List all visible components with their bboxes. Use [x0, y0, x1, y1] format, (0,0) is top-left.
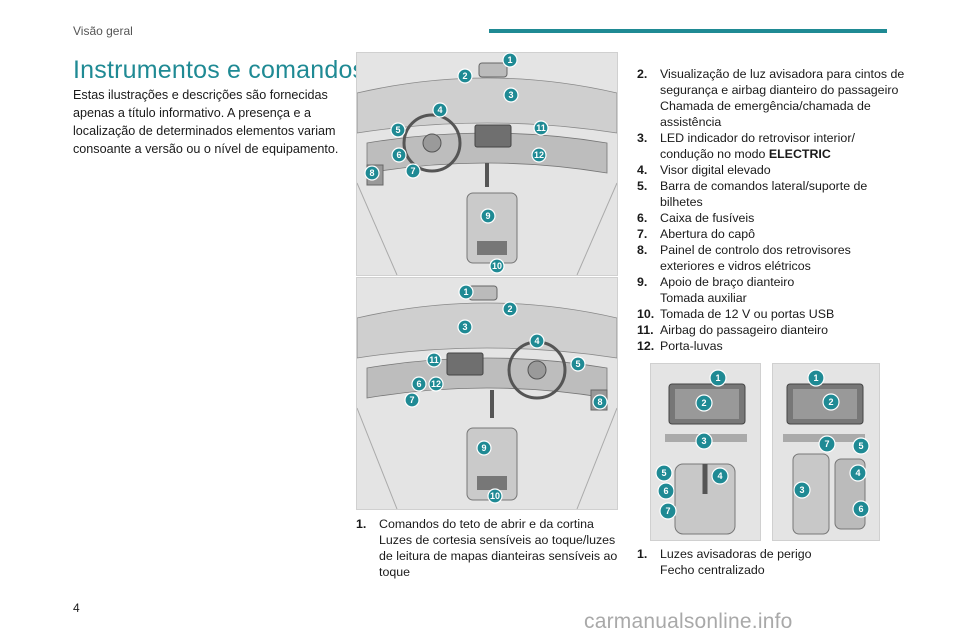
legend-item-text: segurança e airbag dianteiro do passagei…: [660, 83, 899, 97]
legend-item-text: Porta-luvas: [660, 339, 723, 353]
legend-item-number: 10.: [637, 307, 655, 321]
legend-item-text: LED indicador do retrovisor interior/: [660, 131, 855, 145]
legend-item-number: 1.: [637, 547, 648, 561]
legend-item-text: Chamada de emergência/chamada de: [660, 99, 871, 113]
legend-item-emphasis: ELECTRIC: [768, 147, 831, 161]
legend-item: 1. Comandos do teto de abrir e da cortina…: [356, 516, 621, 580]
legend-item: 12. Porta-luvas: [637, 338, 912, 354]
legend-item-number: 1.: [356, 517, 367, 531]
legend-item-text: Abertura do capô: [660, 227, 756, 241]
legend-item-text: Caixa de fusíveis: [660, 211, 755, 225]
legend-item: 5. Barra de comandos lateral/suporte de bi…: [637, 178, 912, 210]
legend-item-number: 3.: [637, 131, 648, 145]
page-number: 4: [73, 601, 80, 615]
legend-item-number: 12.: [637, 339, 655, 353]
legend-item-number: 2.: [637, 67, 648, 81]
legend-item-number: 7.: [637, 227, 648, 241]
console-illustration-right: [772, 363, 880, 541]
legend-item: 11. Airbag do passageiro dianteiro: [637, 322, 912, 338]
legend-item-text: Tomada auxiliar: [660, 291, 747, 305]
legend-item: 8. Painel de controlo dos retrovisores ext…: [637, 242, 912, 274]
page-title: Instrumentos e comandos: [73, 56, 366, 84]
legend-item: 4. Visor digital elevado: [637, 162, 912, 178]
legend-list-bottom-left: 1. Comandos do teto de abrir e da cortina…: [356, 516, 621, 580]
dashboard-illustration-rhd: [356, 277, 618, 510]
legend-item-text: Visor digital elevado: [660, 163, 771, 177]
legend-item-text: Barra de comandos lateral/suporte de: [660, 179, 868, 193]
intro-paragraph: Estas ilustrações e descrições são forne…: [73, 88, 339, 156]
legend-item-text: assistência: [660, 115, 722, 129]
legend-item-number: 5.: [637, 179, 648, 193]
console-illustration-left: [650, 363, 761, 541]
legend-item-text: bilhetes: [660, 195, 703, 209]
legend-item-text: Luzes de cortesia sensíveis ao toque/luz…: [379, 533, 616, 547]
legend-item-number: 6.: [637, 211, 648, 225]
legend-item-text: Apoio de braço dianteiro: [660, 275, 795, 289]
legend-item-text: toque: [379, 565, 411, 579]
legend-item-text: Fecho centralizado: [660, 563, 765, 577]
legend-list-right: 2. Visualização de luz avisadora para cin…: [637, 66, 912, 354]
legend-item-text: Comandos do teto de abrir e da cortina: [379, 517, 594, 531]
legend-item-text: Painel de controlo dos retrovisores: [660, 243, 851, 257]
legend-item: 3. LED indicador do retrovisor interior/c…: [637, 130, 912, 162]
legend-item-text: Visualização de luz avisadora para cinto…: [660, 67, 905, 81]
legend-item-text: Luzes avisadoras de perigo: [660, 547, 812, 561]
watermark: carmanualsonline.info: [584, 610, 793, 633]
legend-item-number: 9.: [637, 275, 648, 289]
legend-item-number: 4.: [637, 163, 648, 177]
header-accent-bar: [489, 29, 887, 33]
legend-item: 7. Abertura do capô: [637, 226, 912, 242]
legend-item-text: Tomada de 12 V ou portas USB: [660, 307, 835, 321]
legend-item-text: exteriores e vidros elétricos: [660, 259, 811, 273]
legend-item-text: Airbag do passageiro dianteiro: [660, 323, 829, 337]
legend-item-number: 11.: [637, 323, 654, 337]
legend-item-text: condução no modo ELECTRIC: [660, 147, 831, 161]
legend-item-number: 8.: [637, 243, 648, 257]
legend-item: 6. Caixa de fusíveis: [637, 210, 912, 226]
legend-item-text: de leitura de mapas dianteiras sensíveis…: [379, 549, 618, 563]
dashboard-illustration-lhd: [356, 52, 618, 276]
legend-item: 2. Visualização de luz avisadora para cin…: [637, 66, 912, 130]
section-label: Visão geral: [73, 24, 133, 38]
legend-item: 10. Tomada de 12 V ou portas USB: [637, 306, 912, 322]
